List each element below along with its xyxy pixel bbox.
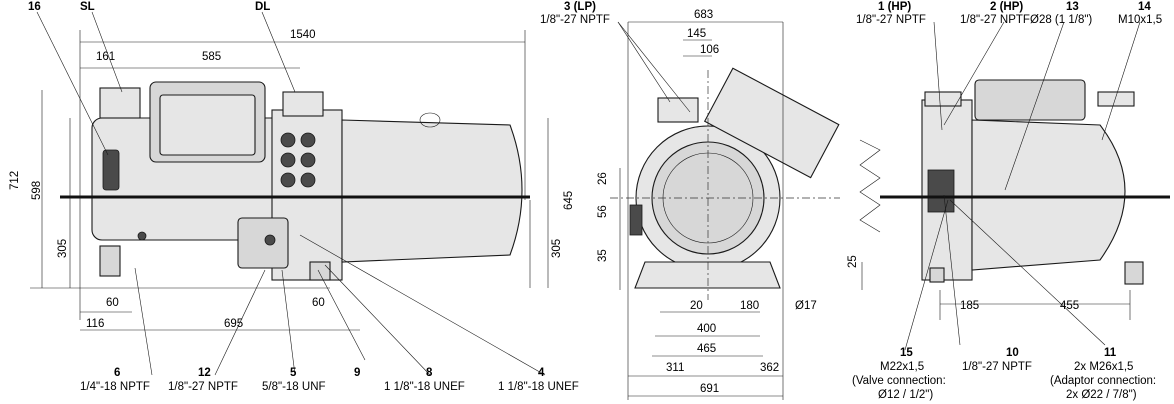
callout-11-line3: 2x Ø22 / 7/8") [1066,389,1137,401]
dim-26: 26 [597,172,609,185]
front-view [610,21,840,400]
callout-5-spec: 5/8"-18 UNF [262,381,326,393]
callout-4-spec: 1 1/8"-18 UNEF [498,381,579,393]
dim-691: 691 [700,383,719,395]
dim-161: 161 [96,51,115,63]
callout-SL: SL [80,1,95,13]
dim-145: 145 [687,28,706,40]
callout-3LP: 3 (LP) [564,1,596,13]
callout-8: 8 [426,367,433,379]
dim-598: 598 [31,181,43,200]
callout-12-spec: 1/8"-27 NPTF [168,381,238,393]
callout-11-line2: (Adaptor connection: [1050,375,1156,387]
callout-6: 6 [114,367,120,379]
dim-56: 56 [597,205,609,218]
dim-106: 106 [700,44,719,56]
callout-DL: DL [255,1,270,13]
dim-305b: 305 [551,239,563,258]
callout-15-line1: M22x1,5 [880,361,924,373]
dim-645: 645 [563,191,575,210]
callout-3LP-spec: 1/8"-27 NPTF [540,14,610,26]
dim-180: 180 [740,300,759,312]
dim-400: 400 [697,323,716,335]
rear-view [859,21,1170,351]
dim-60b: 60 [312,297,325,309]
callout-6-spec: 1/4"-18 NPTF [80,381,150,393]
dim-185: 185 [960,300,979,312]
callout-5: 5 [290,367,297,379]
dim-683: 683 [694,9,713,21]
dim-362: 362 [760,362,779,374]
dim-465: 465 [697,343,716,355]
dim-311: 311 [666,362,684,374]
callout-2HP-spec: 1/8"-27 NPTF [960,14,1030,26]
callout-14-spec: M10x1,5 [1118,14,1162,26]
callout-11: 11 [1104,347,1117,359]
callout-1HP: 1 (HP) [878,1,911,13]
terminal-ports [280,132,316,188]
dim-585: 585 [202,51,221,63]
callout-15-line3: Ø12 / 1/2") [878,389,933,401]
callout-8-spec: 1 1/8"-18 UNEF [384,381,465,393]
dim-695: 695 [224,318,243,330]
callout-1HP-spec: 1/8"-27 NPTF [856,14,926,26]
callout-11-line1: 2x M26x1,5 [1074,361,1133,373]
callout-2HP: 2 (HP) [990,1,1023,13]
dim-305a: 305 [57,239,69,258]
callout-15-line2: (Valve connection: [852,375,946,387]
callout-13-spec: Ø28 (1 1/8") [1030,14,1092,26]
callout-4: 4 [538,367,545,379]
dim-d17: Ø17 [795,300,817,312]
callout-16: 16 [28,1,41,13]
side-view [30,11,549,376]
labels: 16 SL DL 1540 161 585 60 60 116 695 712 … [9,1,1162,401]
callout-13: 13 [1066,1,1079,13]
dim-116: 116 [86,318,104,330]
dim-60a: 60 [106,297,119,309]
callout-9: 9 [354,367,360,379]
callout-14: 14 [1138,1,1151,13]
dim-712: 712 [9,171,21,190]
callout-10: 10 [1006,347,1019,359]
callout-12: 12 [198,367,211,379]
dim-1540: 1540 [290,29,316,41]
dim-455: 455 [1060,300,1079,312]
dim-20: 20 [690,300,703,312]
callout-15: 15 [900,347,913,359]
callout-10-line1: 1/8"-27 NPTF [962,361,1032,373]
dim-35: 35 [597,249,609,262]
dim-25: 25 [847,255,859,268]
